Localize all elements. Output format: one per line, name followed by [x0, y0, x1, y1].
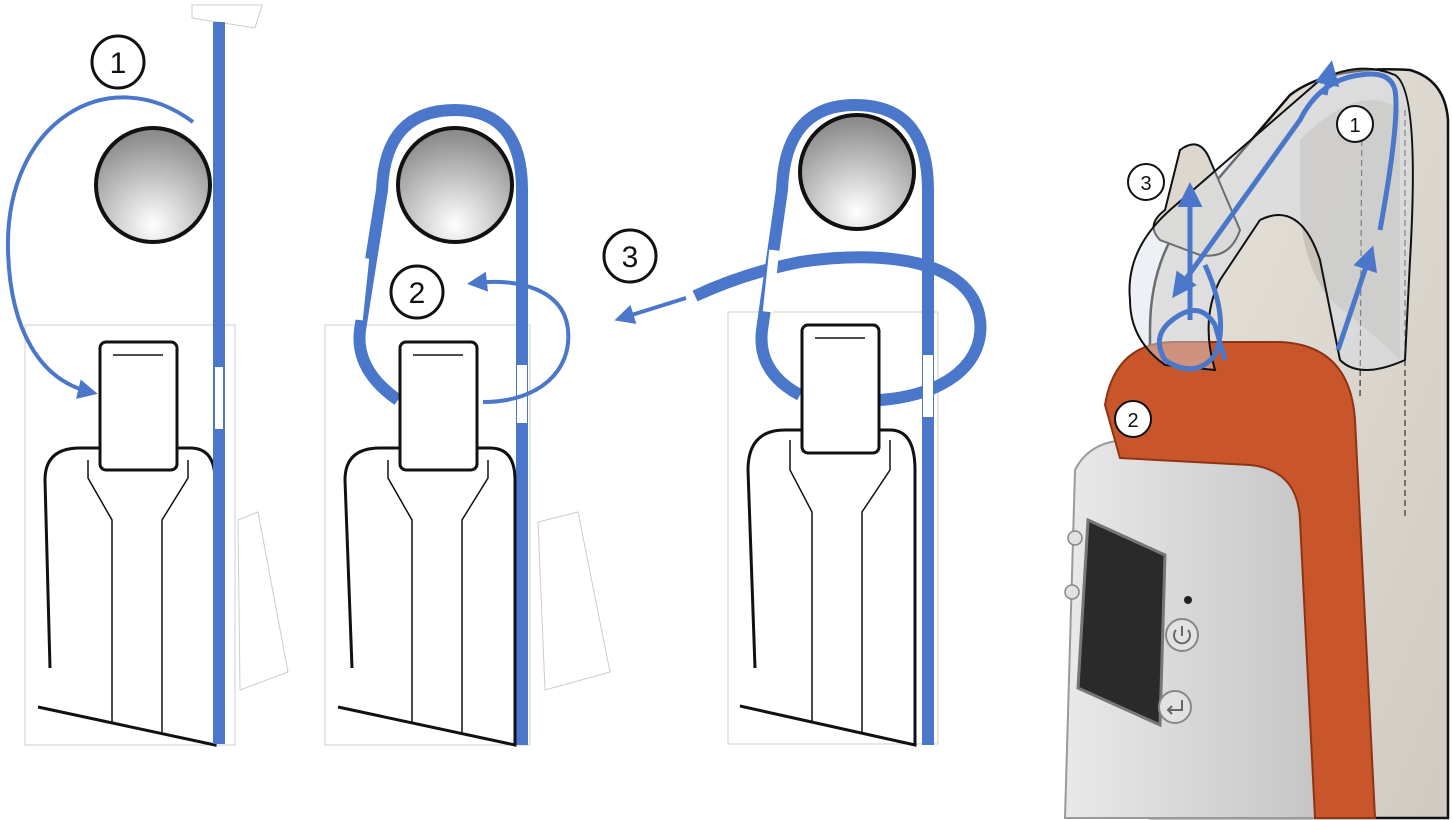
paper-corner	[192, 5, 262, 28]
seat-back	[740, 430, 915, 745]
panel-1: 1	[8, 5, 288, 745]
device	[100, 342, 177, 470]
step-number: 3	[622, 241, 639, 274]
enter-icon	[1159, 691, 1191, 723]
up-icon	[1068, 531, 1082, 545]
headrest	[96, 128, 210, 242]
down-icon	[1065, 585, 1079, 599]
step-number: 1	[1349, 115, 1360, 137]
panel-3: 3	[604, 105, 980, 745]
paper-sheet	[538, 512, 610, 690]
photo-step-badge-3: 3	[1128, 164, 1164, 200]
device	[802, 325, 879, 453]
paper-sheet	[238, 512, 288, 690]
photo-step-badge-2: 2	[1115, 401, 1151, 437]
strap-buckle	[923, 355, 933, 417]
step-number: 2	[409, 277, 426, 310]
step-number: 1	[110, 47, 127, 80]
headrest	[398, 128, 512, 242]
device	[400, 342, 477, 470]
step-number: 3	[1140, 173, 1151, 195]
routing-arrow-3	[622, 298, 686, 318]
photo-step-badge-1: 1	[1337, 106, 1373, 142]
seat-back	[38, 448, 215, 745]
strap-buckle	[215, 367, 223, 429]
step-badge-2: 2	[391, 266, 443, 318]
headrest	[800, 115, 914, 229]
step-badge-3: 3	[604, 230, 656, 282]
panel-2: 2	[325, 110, 610, 745]
step-badge-1: 1	[92, 36, 144, 88]
photo-panel: 1 3 2	[1065, 69, 1448, 818]
indicator-light	[1184, 596, 1192, 604]
seat-back	[338, 448, 515, 745]
photo-screen	[1078, 520, 1165, 725]
step-number: 2	[1127, 410, 1138, 432]
